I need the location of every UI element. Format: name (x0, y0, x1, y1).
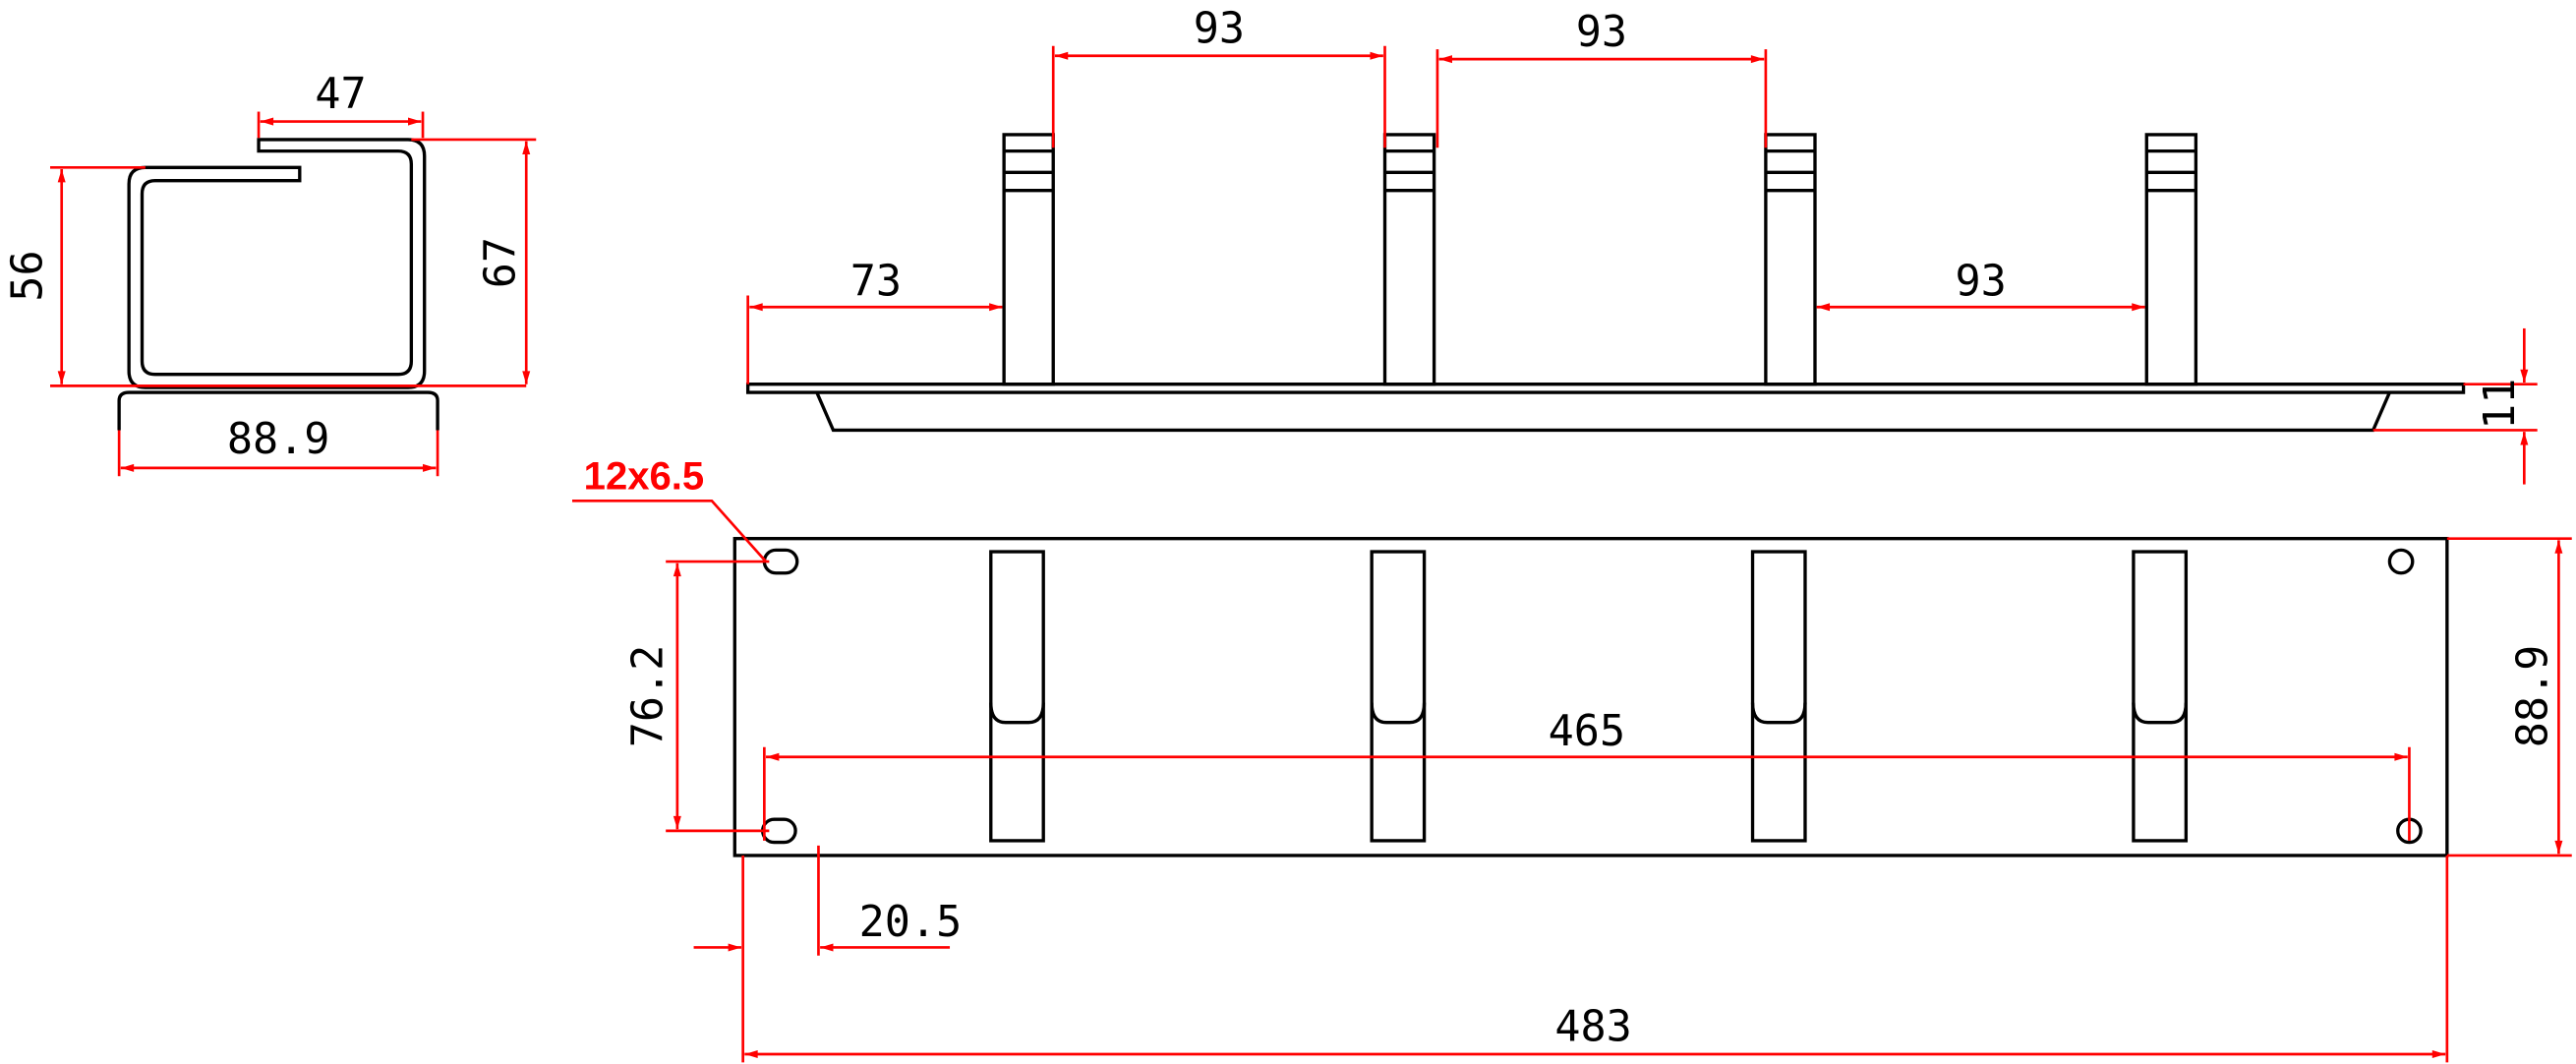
dim-label: 93 (1576, 8, 1627, 57)
dim-47: 47 (257, 70, 425, 139)
dim-label: 93 (1956, 258, 2007, 307)
posts (1002, 133, 2198, 386)
dim-label: 73 (850, 258, 902, 307)
dim-93-b: 93 (1435, 8, 1768, 148)
dim-56: 56 (3, 165, 527, 387)
dim-label: 56 (3, 250, 52, 301)
top-view: 93 93 73 93 11 (745, 4, 2538, 485)
post (2144, 133, 2198, 386)
dim-483: 483 (744, 855, 2449, 1063)
front-view: 12x6.5 76.2 465 88.9 20.5 483 (571, 455, 2572, 1063)
dim-11: 11 (2372, 327, 2538, 485)
base-plate (745, 383, 2466, 433)
dim-label: 76.2 (624, 645, 673, 748)
profile-outline-outer (127, 138, 427, 389)
dim-73: 73 (746, 258, 1003, 384)
post (1002, 133, 1055, 386)
profile-foot (117, 390, 439, 431)
dim-20-5: 20.5 (693, 845, 963, 1063)
dim-label: 67 (476, 237, 525, 288)
dim-label: 11 (2476, 379, 2525, 430)
dim-93-c: 93 (1816, 258, 2145, 312)
dim-label: 93 (1194, 4, 1245, 53)
mounting-hole (2387, 548, 2415, 575)
slot (1750, 550, 1807, 843)
dim-88-9-front: 88.9 (2446, 537, 2572, 857)
dim-88-9-profile: 88.9 (117, 415, 439, 477)
slot (2132, 550, 2189, 843)
dim-label: 47 (315, 70, 366, 119)
slot (989, 550, 1045, 843)
post (1382, 133, 1436, 386)
mounting-holes (761, 548, 2423, 845)
callout-12x6-5: 12x6.5 (571, 455, 768, 562)
slots (989, 550, 2189, 843)
dim-76-2: 76.2 (624, 560, 770, 833)
front-panel (732, 537, 2449, 857)
dim-465: 465 (763, 707, 2411, 841)
profile-view: 47 56 67 88.9 (3, 70, 537, 477)
dim-label: 465 (1549, 707, 1625, 756)
dim-67: 67 (411, 138, 537, 384)
hole-size-label: 12x6.5 (584, 455, 705, 499)
slot (1370, 550, 1427, 843)
dim-label: 88.9 (227, 415, 330, 464)
dim-label: 20.5 (859, 898, 963, 947)
dim-label: 483 (1554, 1003, 1631, 1052)
dim-label: 88.9 (2509, 645, 2558, 748)
dim-93-a: 93 (1051, 4, 1386, 148)
post (1764, 133, 1817, 386)
